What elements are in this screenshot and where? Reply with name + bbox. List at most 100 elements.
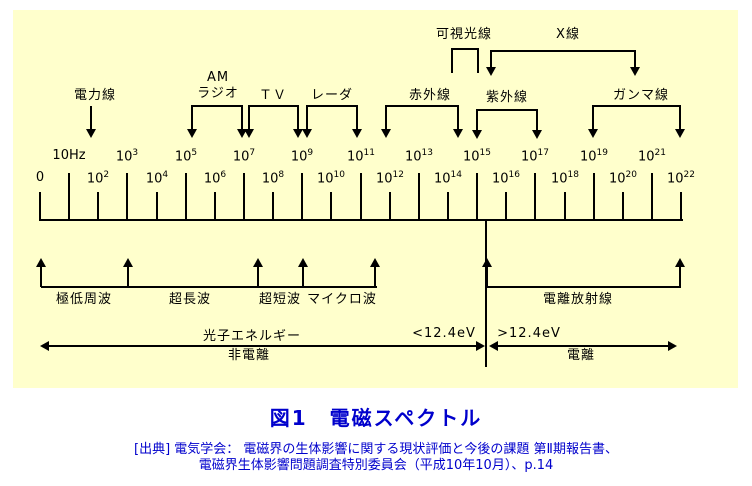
radio-band-label: 超長波: [168, 292, 211, 307]
power-line-arrowhead: [86, 129, 96, 138]
axis-tick-exponent: 13: [421, 148, 433, 158]
axis-tick: [97, 192, 99, 221]
axis-tick-exponent: 21: [654, 148, 666, 158]
axis-tick: [156, 192, 158, 221]
photon-left-line-left-arrowhead: [40, 341, 49, 351]
axis-tick-label: 10Hz: [52, 148, 86, 163]
radio-band-arrow-stem: [302, 266, 304, 287]
axis-tick-label: 102: [86, 170, 110, 187]
ionizing-band-arrowhead: [675, 258, 685, 267]
infrared-label: 赤外線: [408, 88, 451, 103]
axis-tick: [185, 173, 187, 221]
axis-tick-exponent: 3: [132, 148, 139, 158]
axis-tick: [418, 173, 420, 221]
photon-right-line-right-arrowhead: [668, 341, 677, 351]
axis-tick-exponent: 17: [537, 148, 549, 158]
axis-tick-exponent: 14: [450, 170, 462, 180]
radio-band-arrow-stem: [40, 266, 42, 287]
axis-tick-exponent: 8: [278, 170, 285, 180]
axis-tick-exponent: 22: [683, 170, 695, 180]
axis-tick-exponent: 12: [392, 170, 404, 180]
infrared-bracket-right-stem: [457, 105, 459, 130]
ionizing-label: 電離: [566, 348, 595, 363]
axis-tick: [564, 192, 566, 221]
photon-right-line: [497, 345, 669, 347]
figure-source-line1: [出典] 電気学会： 電磁界の生体影響に関する現状評価と今後の課題 第Ⅱ期報告書…: [134, 442, 618, 457]
spectrum-panel: [13, 10, 738, 388]
ionizing-boundary-line: [485, 221, 487, 367]
axis-tick-label: 106: [203, 170, 227, 187]
am-radio-right-arrowhead: [237, 129, 247, 138]
radio-band-label: マイクロ波: [307, 292, 377, 307]
visible-light-bracket-bar: [452, 48, 478, 50]
tv-bracket-right-stem: [297, 105, 299, 130]
x-ray-bracket-left-stem: [490, 50, 492, 68]
above-12ev-label: >12.4eV: [497, 326, 561, 341]
axis-tick-label: 1012: [376, 170, 404, 187]
radio-band-arrowhead: [370, 258, 380, 267]
x-ray-bracket-bar: [491, 50, 635, 52]
photon-right-line-left-arrowhead: [489, 341, 498, 351]
gamma-ray-right-arrowhead: [675, 129, 685, 138]
ionizing-band-line: [486, 286, 681, 288]
axis-tick-exponent: 2: [103, 170, 110, 180]
photon-left-line: [48, 345, 477, 347]
axis-tick-label: 1018: [551, 170, 579, 187]
visible-light-label: 可視光線: [435, 27, 492, 42]
axis-tick-exponent: 16: [508, 170, 520, 180]
axis-tick-label: 103: [115, 148, 139, 165]
axis-tick-label: 1021: [638, 148, 666, 165]
radio-band-line: [41, 286, 377, 288]
axis-tick-label: 109: [290, 148, 314, 165]
radio-band-arrowhead: [123, 258, 133, 267]
visible-light-bracket-left-stem: [451, 48, 453, 73]
axis-tick-label: 1020: [609, 170, 637, 187]
radar-left-arrowhead: [302, 129, 312, 138]
ultraviolet-left-arrowhead: [472, 130, 482, 139]
axis-tick: [243, 173, 245, 221]
tv-label: ＴＶ: [258, 88, 287, 103]
axis-tick-label: 1019: [580, 148, 608, 165]
am-radio-bracket-bar: [192, 105, 242, 107]
axis-tick: [505, 192, 507, 221]
ultraviolet-label: 紫外線: [485, 90, 528, 105]
tv-bracket-bar: [249, 105, 298, 107]
axis-tick-exponent: 19: [596, 148, 608, 158]
x-ray-right-arrowhead: [630, 67, 640, 76]
infrared-bracket-left-stem: [385, 105, 387, 130]
tv-left-arrowhead: [244, 129, 254, 138]
axis-tick-label: 1010: [317, 170, 345, 187]
radio-band-arrow-stem: [127, 266, 129, 287]
axis-tick: [39, 192, 41, 221]
figure-source-line2: 電磁界生体影響問題調査特別委員会（平成10年10月）、p.14: [198, 458, 554, 473]
photon-left-line-right-arrowhead: [476, 341, 485, 351]
axis-tick-label: 1011: [347, 148, 375, 165]
ultraviolet-right-arrowhead: [532, 130, 542, 139]
axis-tick-exponent: 10: [333, 170, 345, 180]
axis-tick-label: 105: [174, 148, 198, 165]
radio-band-label: 極低周波: [55, 292, 112, 307]
axis-tick-exponent: 18: [567, 170, 579, 180]
axis-tick-label: 1014: [434, 170, 462, 187]
am-radio-label-line2: ラジオ: [197, 86, 239, 101]
axis-tick: [534, 173, 536, 221]
axis-tick-label: 107: [232, 148, 256, 165]
axis-tick: [330, 192, 332, 221]
axis-tick: [680, 192, 682, 221]
axis-tick-exponent: 4: [162, 170, 169, 180]
axis-tick: [447, 192, 449, 221]
radar-label: レーダ: [310, 88, 353, 103]
gamma-ray-bracket-left-stem: [592, 105, 594, 130]
infrared-left-arrowhead: [381, 129, 391, 138]
x-ray-bracket-right-stem: [634, 50, 636, 68]
axis-tick: [126, 173, 128, 221]
axis-tick: [593, 173, 595, 221]
radio-band-label: 超短波: [258, 292, 301, 307]
radar-bracket-right-stem: [356, 105, 358, 130]
radio-band-arrow-stem: [257, 266, 259, 287]
radio-band-arrowhead: [298, 258, 308, 267]
axis-tick: [214, 192, 216, 221]
non-ionizing-label: 非電離: [227, 348, 270, 363]
axis-tick: [360, 173, 362, 221]
